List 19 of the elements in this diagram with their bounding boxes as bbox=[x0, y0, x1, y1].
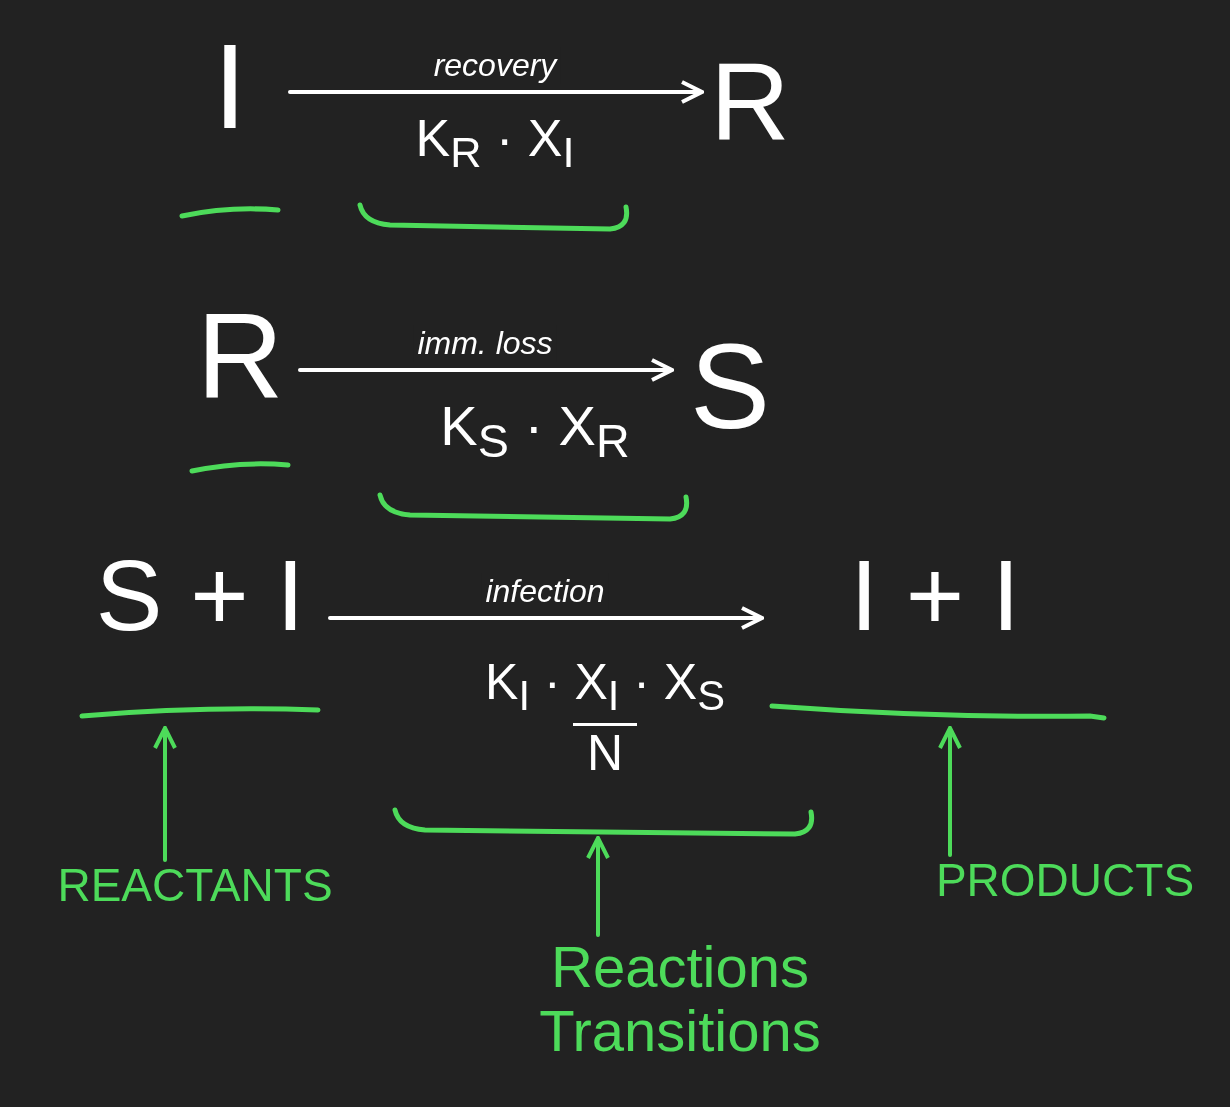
compartment-label: I + I bbox=[850, 540, 1020, 650]
compartment-label: I bbox=[213, 20, 247, 152]
rate-expression: K$_{R}$ · X$_{I}$ bbox=[415, 110, 575, 178]
rate-expression: K$_{I}$ · X$_{I}$ · X$_{S}$ bbox=[485, 655, 725, 719]
arrow bbox=[298, 358, 674, 382]
arrow bbox=[328, 606, 764, 630]
arrow bbox=[288, 80, 704, 104]
compartment-label: S + I bbox=[95, 540, 305, 650]
annotation-text: Reactions Transitions bbox=[538, 935, 822, 1063]
arrow bbox=[586, 836, 610, 937]
rate-expression: K$_{S}$ · X$_{R}$ bbox=[440, 395, 630, 468]
arrow bbox=[938, 726, 962, 857]
annotation-text: REACTANTS bbox=[57, 860, 333, 911]
compartment-label: R bbox=[710, 40, 790, 161]
compartment-label: S bbox=[689, 320, 770, 452]
arrow bbox=[153, 726, 177, 862]
annotation-text: PRODUCTS bbox=[935, 855, 1195, 906]
compartment-label: R bbox=[196, 290, 284, 422]
denominator-text: N bbox=[572, 722, 638, 781]
